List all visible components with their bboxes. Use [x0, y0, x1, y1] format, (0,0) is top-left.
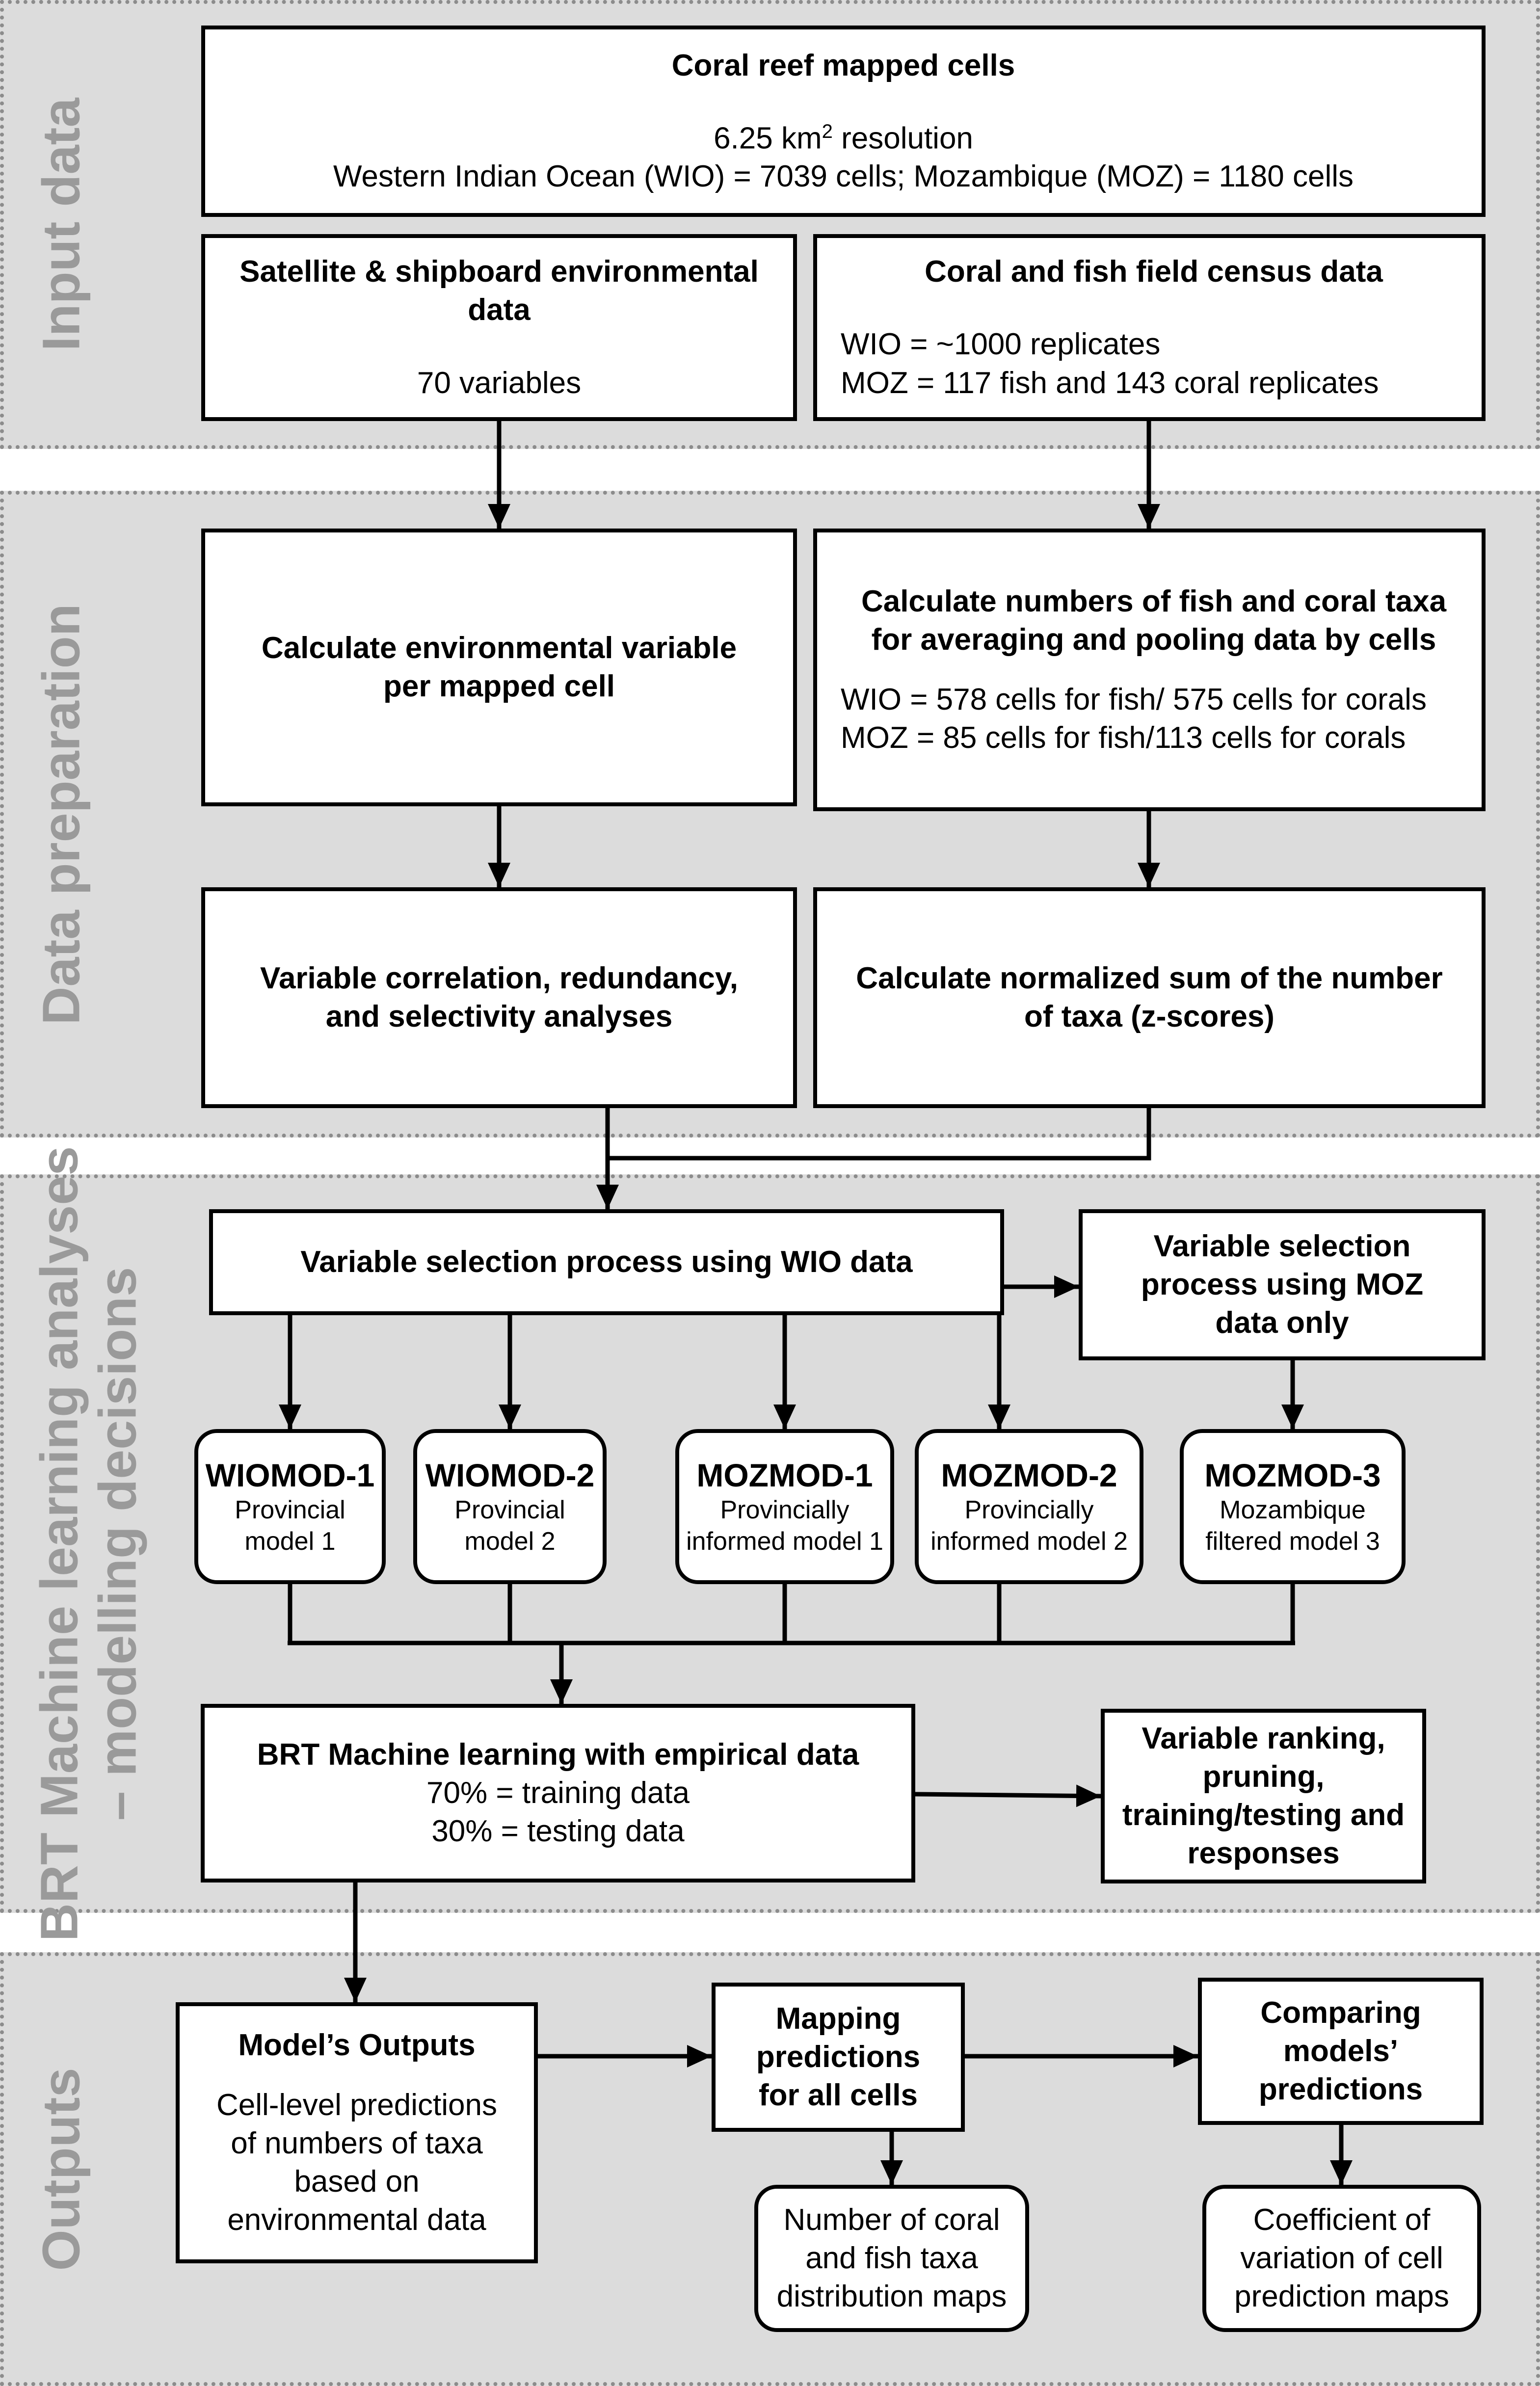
model-mozmod-2: MOZMOD-2 Provincially informed model 2 [915, 1429, 1143, 1584]
section-label-brt-line1: BRT Machine learning analyses [29, 1146, 89, 1941]
model-outputs-line1: Cell-level predictions [216, 2088, 498, 2122]
var-sel-wio-text: Variable selection process using WIO dat… [300, 1245, 913, 1279]
var-rank-line1: Variable ranking, [1142, 1721, 1385, 1755]
calc-env-line1: Calculate environmental variable [261, 631, 737, 665]
brt-training: 70% = training data [426, 1776, 690, 1810]
comparing-line3: predictions [1258, 2072, 1423, 2107]
section-label-prep: Data preparation [31, 603, 91, 1025]
census-wio: WIO = ~1000 replicates [841, 327, 1161, 362]
var-rank-line3: training/testing and [1122, 1798, 1405, 1832]
model-desc-line2: model 2 [464, 1527, 556, 1556]
coral-reef-mapped-cells-box: Coral reef mapped cells 6.25 km2 resolut… [201, 26, 1486, 217]
cv-maps-line3: prediction maps [1234, 2280, 1449, 2314]
norm-sum-line2: of taxa (z-scores) [1024, 1000, 1274, 1034]
model-desc-line1: Provincially [964, 1496, 1094, 1525]
env-data-title-line2: data [468, 293, 531, 327]
model-name: MOZMOD-2 [941, 1457, 1117, 1493]
calc-taxa-line2: for averaging and pooling data by cells [871, 622, 1436, 657]
env-data-title-line1: Satellite & shipboard environmental [239, 255, 759, 289]
model-desc-line2: informed model 2 [930, 1527, 1128, 1556]
model-name: WIOMOD-2 [425, 1457, 595, 1493]
brt-machine-learning-box: BRT Machine learning with empirical data… [201, 1704, 915, 1882]
cv-maps-line1: Coefficient of [1253, 2202, 1431, 2237]
model-outputs-line4: environmental data [227, 2203, 486, 2237]
field-census-box: Coral and fish field census data WIO = ~… [813, 234, 1486, 421]
census-moz: MOZ = 117 fish and 143 coral replicates [841, 366, 1379, 400]
calc-taxa-box: Calculate numbers of fish and coral taxa… [813, 529, 1486, 811]
model-mozmod-3: MOZMOD-3 Mozambique filtered model 3 [1180, 1429, 1406, 1584]
mapping-line2: for all cells [759, 2078, 918, 2113]
var-corr-line1: Variable correlation, redundancy, [260, 961, 738, 995]
resolution-text: 6.25 km2 resolution [714, 120, 973, 156]
calc-taxa-moz: MOZ = 85 cells for fish/113 cells for co… [841, 721, 1406, 755]
variable-correlation-box: Variable correlation, redundancy, and se… [201, 887, 797, 1108]
calc-env-variable-box: Calculate environmental variable per map… [201, 529, 797, 806]
model-outputs-line3: based on [294, 2165, 420, 2199]
brt-testing: 30% = testing data [431, 1814, 685, 1849]
var-sel-moz-line2: process using MOZ [1141, 1267, 1424, 1301]
cv-prediction-maps-box: Coefficient of variation of cell predict… [1202, 2185, 1481, 2332]
cv-maps-line2: variation of cell [1240, 2241, 1443, 2275]
mapping-predictions-box: Mapping predictions for all cells [712, 1983, 965, 2132]
mapping-line1: Mapping predictions [756, 2001, 921, 2074]
dist-maps-line2: and fish taxa [805, 2241, 978, 2275]
model-mozmod-1: MOZMOD-1 Provincially informed model 1 [675, 1429, 894, 1584]
section-label-input: Input data [31, 98, 91, 351]
calc-taxa-wio: WIO = 578 cells for fish/ 575 cells for … [841, 683, 1427, 716]
model-outputs-line2: of numbers of taxa [231, 2126, 483, 2160]
model-desc-line1: Provincially [720, 1496, 850, 1525]
dist-maps-line1: Number of coral [783, 2202, 1000, 2237]
model-desc-line2: filtered model 3 [1205, 1527, 1380, 1556]
model-desc-line2: model 1 [244, 1527, 336, 1556]
model-desc-line1: Provincial [454, 1496, 565, 1525]
section-label-brt: BRT Machine learning analyses – modellin… [10, 1146, 167, 1941]
model-outputs-box: Model’s Outputs Cell-level predictions o… [176, 2002, 538, 2263]
comparing-line1: Comparing [1260, 1995, 1421, 2030]
variable-selection-wio-box: Variable selection process using WIO dat… [209, 1209, 1004, 1315]
environmental-data-box: Satellite & shipboard environmental data… [201, 234, 797, 421]
variable-ranking-box: Variable ranking, pruning, training/test… [1101, 1709, 1426, 1883]
norm-sum-line1: Calculate normalized sum of the number [856, 961, 1443, 995]
var-corr-line2: and selectivity analyses [325, 1000, 673, 1034]
comparing-predictions-box: Comparing models’ predictions [1198, 1978, 1484, 2125]
model-wiomod-1: WIOMOD-1 Provincial model 1 [194, 1429, 386, 1584]
coral-reef-title: Coral reef mapped cells [671, 48, 1015, 82]
model-name: WIOMOD-1 [205, 1457, 375, 1493]
model-name: MOZMOD-1 [696, 1457, 873, 1493]
section-label-outputs: Outputs [31, 2068, 91, 2271]
distribution-maps-box: Number of coral and fish taxa distributi… [754, 2185, 1029, 2332]
var-rank-line2: pruning, [1202, 1759, 1325, 1794]
model-name: MOZMOD-3 [1204, 1457, 1381, 1493]
model-wiomod-2: WIOMOD-2 Provincial model 2 [413, 1429, 607, 1584]
calc-env-line2: per mapped cell [383, 669, 615, 703]
env-data-count: 70 variables [417, 366, 582, 400]
brt-title: BRT Machine learning with empirical data [257, 1737, 859, 1772]
cell-counts-text: Western Indian Ocean (WIO) = 7039 cells;… [333, 159, 1354, 194]
model-desc-line1: Mozambique [1220, 1496, 1366, 1525]
model-desc-line2: informed model 1 [686, 1527, 883, 1556]
census-title: Coral and fish field census data [925, 255, 1383, 289]
normalized-sum-box: Calculate normalized sum of the number o… [813, 887, 1486, 1108]
dist-maps-line3: distribution maps [776, 2280, 1007, 2314]
var-sel-moz-line3: data only [1215, 1306, 1349, 1340]
var-rank-line4: responses [1187, 1836, 1340, 1871]
section-label-brt-line2: – modelling decisions [87, 1267, 147, 1821]
model-outputs-title: Model’s Outputs [238, 2028, 476, 2062]
variable-selection-moz-box: Variable selection process using MOZ dat… [1079, 1209, 1486, 1360]
calc-taxa-line1: Calculate numbers of fish and coral taxa [861, 584, 1447, 618]
comparing-line2: models’ [1283, 2034, 1399, 2068]
var-sel-moz-line1: Variable selection [1153, 1229, 1411, 1263]
model-desc-line1: Provincial [235, 1496, 345, 1525]
